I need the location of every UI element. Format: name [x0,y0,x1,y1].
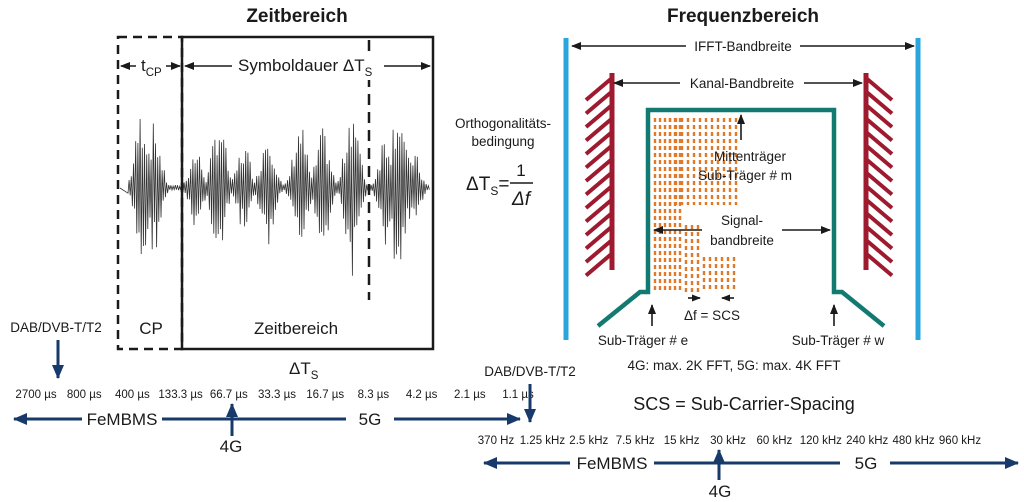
channel-right-hatch [864,251,894,278]
channel-left-hatch [584,238,614,264]
channel-left-hatch [584,157,614,183]
freq-4g-label: 4G [709,482,732,501]
freq-tick-1: 1.25 kHz [520,435,566,447]
time-tick-8: 4.2 µs [406,389,438,401]
ifft-label-bg [686,36,800,56]
freq-5g-label: 5G [855,454,878,473]
channel-left-hatch [584,103,614,129]
channel-left-hatch [584,143,614,170]
channel-left-hatch [584,251,614,278]
channel-right-hatch [864,130,894,156]
time-tick-6: 16.7 µs [306,389,344,401]
time-domain-title: Zeitbereich [246,6,347,27]
channel-right-hatch [864,238,894,264]
orthogonality-numerator: 1 [516,161,525,180]
freq-femb-label: FeMBMS [577,454,648,473]
freq-tick-4: 15 kHz [664,435,700,447]
delta-ts-label: ΔTS [289,359,319,382]
freq-tick-3: 7.5 kHz [616,435,655,447]
mittentraeger-line1: Mittenträger [714,149,787,164]
freq-dab-label: DAB/DVB-T/T2 [484,364,576,379]
cp-label: CP [139,319,163,338]
time-tick-9: 2.1 µs [454,389,486,401]
ifft-label: IFFT-Bandbreite [694,39,792,54]
time-tick-0: 2700 µs [15,389,56,401]
freq-tick-6: 60 kHz [757,435,793,447]
time-tick-3: 133.3 µs [158,389,203,401]
channel-right-hatch [864,224,894,251]
freq-tick-9: 480 kHz [893,435,935,447]
time-tick-4: 66.7 µs [210,389,248,401]
signal-line1: Signal- [721,213,763,228]
channel-right-hatch [864,184,894,210]
freq-tick-2: 2.5 kHz [569,435,608,447]
time-4g-label: 4G [220,437,243,456]
time-dab-label: DAB/DVB-T/T2 [10,320,102,335]
orthogonality-lhs: ΔTS= [466,174,509,198]
channel-right-hatch [864,116,894,143]
mittentraeger-line2: Sub-Träger # m [698,168,792,183]
channel-left-hatch [584,116,614,143]
time-tick-2: 400 µs [115,389,150,401]
time-tick-5: 33.3 µs [258,389,296,401]
fft-note: 4G: max. 2K FFT, 5G: max. 4K FFT [627,358,840,373]
subcarrier-lines [653,118,738,292]
sub-e-label: Sub-Träger # e [598,333,688,348]
freq-tick-10: 960 kHz [939,435,981,447]
channel-right-hatch [864,157,894,183]
freq-tick-5: 30 kHz [710,435,746,447]
channel-right-hatch [864,197,894,224]
channel-right-hatch [864,76,894,102]
time-5g-label: 5G [359,410,382,429]
channel-right-wall [863,73,894,278]
channel-right-hatch [864,143,894,170]
scs-definition: SCS = Sub-Carrier-Spacing [633,394,855,414]
freq-tick-8: 240 kHz [846,435,888,447]
time-tick-7: 8.3 µs [358,389,390,401]
symbol-box [180,35,435,351]
time-tick-labels: 2700 µs 800 µs 400 µs 133.3 µs 66.7 µs 33.3 µ… [15,389,534,401]
symbol-duration-label: Symboldauer ΔTS [238,56,373,79]
time-tick-1: 800 µs [67,389,102,401]
channel-right-hatch [864,89,894,116]
waveform-trace [119,118,430,276]
orthogonality-line1: Orthogonalitäts- [455,116,551,131]
channel-right-hatch [864,103,894,129]
signal-label-bg [702,211,782,255]
orthogonality-denominator: Δf [511,189,532,210]
channel-left-hatch [584,211,614,237]
kanal-label: Kanal-Bandbreite [690,76,794,91]
tcp-label: tCP [141,56,162,79]
channel-right-hatch [864,170,894,197]
channel-left-hatch [584,130,614,156]
freq-tick-0: 370 Hz [478,435,515,447]
signal-spectrum [596,107,886,328]
freq-tick-7: 120 kHz [800,435,842,447]
signal-line2: bandbreite [710,233,774,248]
freq-domain-title: Frequenzbereich [667,6,819,27]
channel-left-wall [584,73,615,278]
channel-left-hatch [584,197,614,224]
orthogonality-line2: bedingung [471,134,534,149]
channel-left-hatch [584,89,614,116]
time-tick-10: 1.1 µs [502,389,534,401]
kanal-label-bg [680,72,804,93]
channel-right-hatch [864,211,894,237]
inner-zeitbereich-label: Zeitbereich [254,319,338,338]
channel-left-hatch [584,224,614,251]
delta-f-label: Δf = SCS [684,308,740,323]
channel-left-hatch [584,76,614,102]
channel-left-hatch [584,184,614,210]
ofdm-waveform [119,118,430,276]
cp-box [116,35,184,351]
time-femb-label: FeMBMS [87,410,158,429]
tcp-label-bg [136,54,166,84]
sub-w-label: Sub-Träger # w [792,333,885,348]
channel-left-hatch [584,170,614,197]
symbol-label-bg [232,52,384,80]
